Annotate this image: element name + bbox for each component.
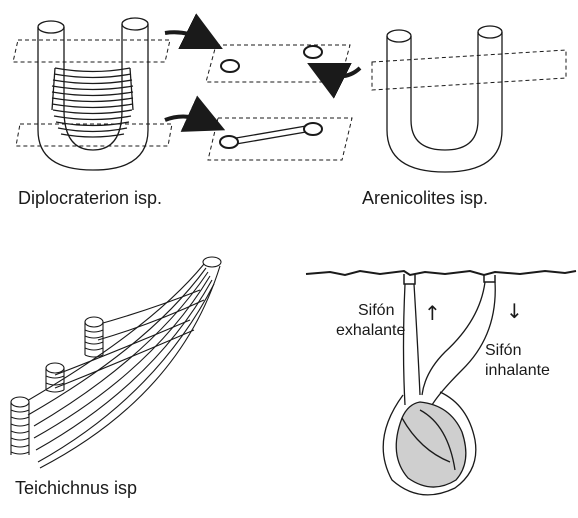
diplocraterion-arrows xyxy=(165,32,207,122)
bivalve-burrow xyxy=(306,271,576,495)
up-arrow-icon: ↑ xyxy=(424,302,441,325)
arenicolites-burrow xyxy=(372,26,566,172)
arenicolites-label: Arenicolites isp. xyxy=(362,188,488,209)
teichichnus-burrow xyxy=(11,257,221,468)
diplocraterion-label: Diplocraterion isp. xyxy=(18,188,162,209)
sifon-inhalante-label-line2: inhalante xyxy=(485,362,550,380)
teichichnus-label: Teichichnus isp xyxy=(15,478,137,499)
sifon-exhalante-label-line2: exhalante xyxy=(336,322,405,340)
lower-section-plane xyxy=(208,118,352,160)
diplocraterion-burrow xyxy=(13,18,172,170)
sifon-inhalante-label-line1: Sifón xyxy=(485,342,521,360)
sifon-exhalante-label-line1: Sifón xyxy=(358,302,394,320)
upper-section-plane xyxy=(206,45,350,82)
down-arrow-icon: ↓ xyxy=(506,300,523,323)
